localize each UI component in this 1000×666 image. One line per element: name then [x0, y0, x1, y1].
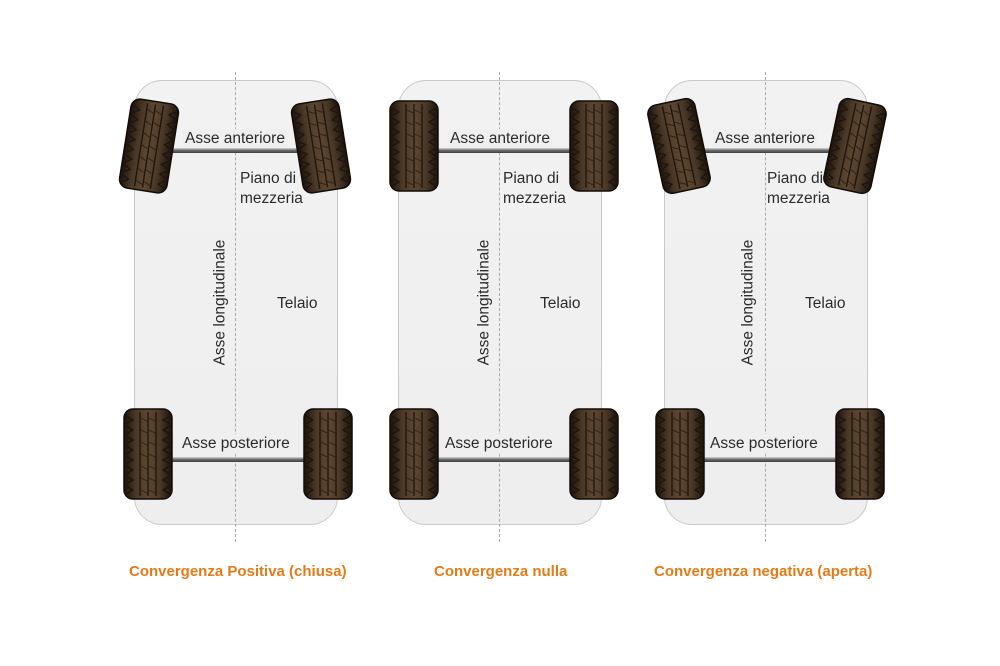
midplane-label-line1: Piano di	[503, 170, 560, 187]
midplane-line	[235, 72, 236, 542]
rear-axle-label: Asse posteriore	[708, 434, 820, 453]
rear-axle-label: Asse posteriore	[180, 434, 292, 453]
frame-label: Telaio	[540, 295, 581, 312]
front-axle	[164, 148, 314, 153]
longitudinal-axis-label: Asse longitudinale	[475, 239, 493, 366]
longitudinal-axis-label: Asse longitudinale	[211, 239, 229, 366]
rear-axle	[424, 457, 574, 462]
diagram-zero-toe: Asse anteriore Piano di mezzeria Asse lo…	[388, 0, 658, 666]
rear-axle	[160, 457, 310, 462]
midplane-label-line1: Piano di	[240, 170, 297, 187]
midplane-label-line1: Piano di	[767, 170, 824, 187]
front-right-tire-icon	[569, 100, 619, 192]
midplane-label-line2: mezzeria	[240, 190, 303, 207]
front-left-tire-icon	[389, 100, 439, 192]
rear-right-tire-icon	[569, 408, 619, 500]
caption: Convergenza negativa (aperta)	[654, 563, 873, 580]
caption: Convergenza nulla	[434, 563, 568, 580]
longitudinal-axis-label: Asse longitudinale	[739, 239, 757, 366]
rear-axle-label: Asse posteriore	[443, 434, 555, 453]
rear-left-tire-icon	[123, 408, 173, 500]
frame-label: Telaio	[277, 295, 318, 312]
rear-right-tire-icon	[835, 408, 885, 500]
midplane-line	[499, 72, 500, 542]
front-axle	[694, 148, 844, 153]
midplane-label-line2: mezzeria	[503, 190, 566, 207]
midplane-line	[765, 72, 766, 542]
front-axle-label: Asse anteriore	[183, 129, 287, 148]
rear-left-tire-icon	[655, 408, 705, 500]
rear-right-tire-icon	[303, 408, 353, 500]
midplane-label-line2: mezzeria	[767, 190, 830, 207]
rear-left-tire-icon	[389, 408, 439, 500]
diagram-negative-toe: Asse anteriore Piano di mezzeria Asse lo…	[654, 0, 924, 666]
front-axle-label: Asse anteriore	[448, 129, 552, 148]
diagram-positive-toe: Asse anteriore Piano di mezzeria Asse lo…	[124, 0, 394, 666]
rear-axle	[690, 457, 840, 462]
caption: Convergenza Positiva (chiusa)	[129, 563, 347, 580]
front-axle-label: Asse anteriore	[713, 129, 817, 148]
frame-label: Telaio	[805, 295, 846, 312]
front-axle	[424, 148, 574, 153]
